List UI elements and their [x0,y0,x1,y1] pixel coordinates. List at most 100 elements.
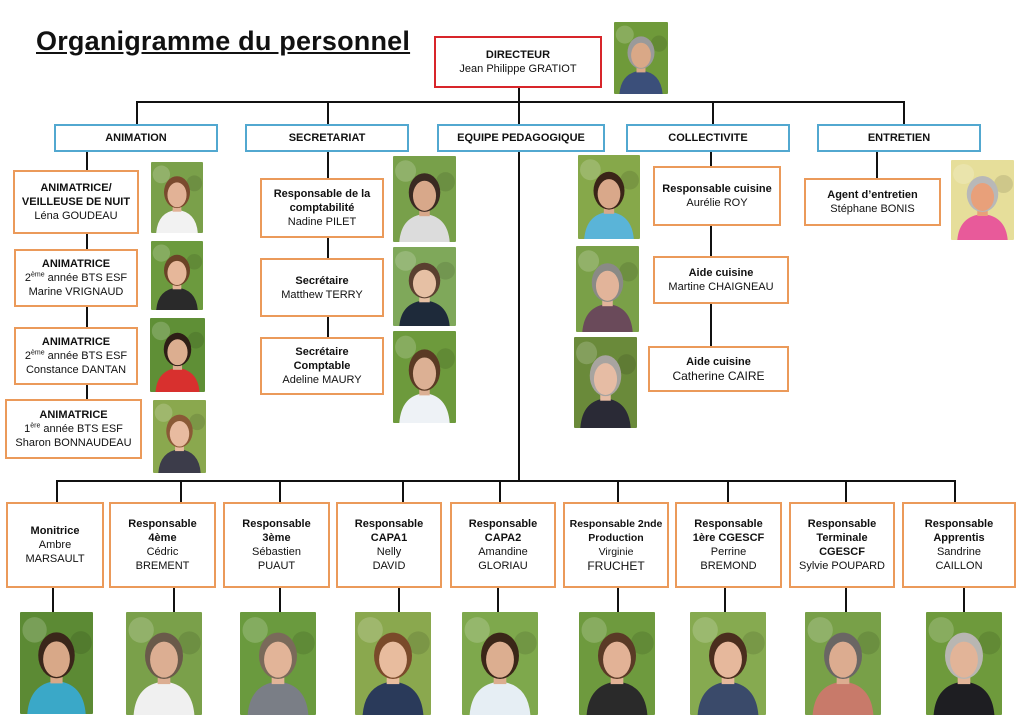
connector-line [845,480,847,502]
staff-card: Monitrice Ambre MARSAULT [6,502,104,588]
photo-pedagogique-2 [126,612,202,715]
connector-line [398,587,400,612]
photo-pedagogique-4 [355,612,431,715]
staff-card: ANIMATRICE 1ère année BTS ESF Sharon BON… [5,399,142,459]
photo-equipe-1 [578,155,640,239]
role-label: Agent d’entretien [827,189,918,201]
role-detail: 1ère année BTS ESF [24,422,123,435]
photo-secretariat-3 [393,331,456,423]
connector-line [845,587,847,612]
role-label: ANIMATRICE [41,336,111,348]
staff-card: Responsable 4ème Cédric BREMENT [109,502,216,588]
person-name: Léna GOUDEAU [34,210,118,222]
role-label: Aide cuisine [688,267,754,279]
connector-line [710,225,712,257]
role-label: Responsable de la comptabilité [273,188,371,214]
photo-pedagogique-8 [805,612,881,715]
role-label: Monitrice [30,525,80,537]
role-label: Aide cuisine [686,356,751,368]
person-last: MARSAULT [25,553,85,565]
role-label: Responsable cuisine [662,183,772,195]
staff-card: Responsable 3ème Sébastien PUAUT [223,502,330,588]
person-last: BREMOND [700,560,757,572]
person-first: Virginie [598,546,634,558]
connector-line [327,101,329,125]
connector-line [86,151,88,171]
dept-label: EQUIPE PEDAGOGIQUE [457,132,585,144]
connector-line [963,587,965,612]
photo-pedagogique-7 [690,612,766,715]
person-name: Aurélie ROY [686,197,748,209]
person-first: Sandrine [936,546,982,558]
connector-line [710,151,712,167]
connector-line [518,101,520,125]
connector-line [136,101,138,125]
photo-equipe-3 [574,337,637,428]
person-name: Marine VRIGNAUD [28,286,124,298]
connector-line [497,587,499,612]
page-title: Organigramme du personnel [36,26,411,56]
connector-line [617,587,619,612]
person-first: Sébastien [252,546,301,558]
staff-card: Responsable 2nde Production Virginie FRU… [563,502,669,588]
role-label: Responsable 4ème [128,518,197,544]
connector-line [617,480,619,502]
connector-line [279,480,281,502]
photo-pedagogique-3 [240,612,316,715]
person-name: Stéphane BONIS [830,203,915,215]
person-last: FRUCHET [587,559,645,573]
photo-secretariat-2 [393,247,456,326]
dept-secretariat: SECRETARIAT [245,124,409,152]
person-name: Adeline MAURY [282,374,362,386]
connector-line [954,480,956,502]
person-last: GLORIAU [478,560,528,572]
person-last: CAILLON [935,560,983,572]
dept-label: ANIMATION [105,132,167,144]
role-label: Responsable CAPA2 [468,518,538,544]
role-label: ANIMATRICE/ VEILLEUSE DE NUIT [21,182,131,208]
staff-card: Aide cuisine Catherine CAIRE [648,346,789,392]
connector-line [327,237,329,259]
connector-line [86,233,88,249]
staff-card: Aide cuisine Martine CHAIGNEAU [653,256,789,304]
connector-line [86,384,88,400]
dept-label: SECRETARIAT [288,132,366,144]
connector-line [327,316,329,338]
director-box: DIRECTEUR Jean Philippe GRATIOT [434,36,602,88]
staff-card: Responsable CAPA2 Amandine GLORIAU [450,502,556,588]
staff-card: Responsable 1ère CGESCF Perrine BREMOND [675,502,782,588]
person-first: Perrine [710,546,747,558]
connector-line [56,480,956,482]
staff-card: ANIMATRICE 2ème année BTS ESF Marine VRI… [14,249,138,307]
connector-line [136,101,905,103]
photo-pedagogique-6 [579,612,655,715]
dept-entretien: ENTRETIEN [817,124,981,152]
connector-line [518,88,520,102]
connector-line [727,480,729,502]
staff-card: ANIMATRICE 2ème année BTS ESF Constance … [14,327,138,385]
photo-entretien [951,160,1014,240]
director-role: DIRECTEUR [485,49,551,61]
role-label: Responsable CAPA1 [354,518,424,544]
person-last: PUAUT [257,560,296,572]
staff-card: Secrétaire Comptable Adeline MAURY [260,337,384,395]
person-last: BREMENT [135,560,190,572]
role-label: Responsable 2nde Production [569,518,663,544]
staff-card: Agent d’entretien Stéphane BONIS [804,178,941,226]
connector-line [86,306,88,328]
person-name: Martine CHAIGNEAU [668,281,774,293]
connector-line [173,587,175,612]
connector-line [903,101,905,125]
photo-director [614,22,668,94]
person-name: Catherine CAIRE [672,369,765,383]
person-last: DAVID [372,560,406,572]
connector-line [279,587,281,612]
dept-label: ENTRETIEN [867,132,931,144]
connector-line [499,480,501,502]
photo-equipe-2 [576,246,639,332]
staff-card: Responsable cuisine Aurélie ROY [653,166,781,226]
staff-card: Responsable de la comptabilité Nadine PI… [260,178,384,238]
role-detail: 2ème année BTS ESF [24,349,128,362]
connector-line [518,151,520,481]
photo-animation-1 [151,162,203,233]
